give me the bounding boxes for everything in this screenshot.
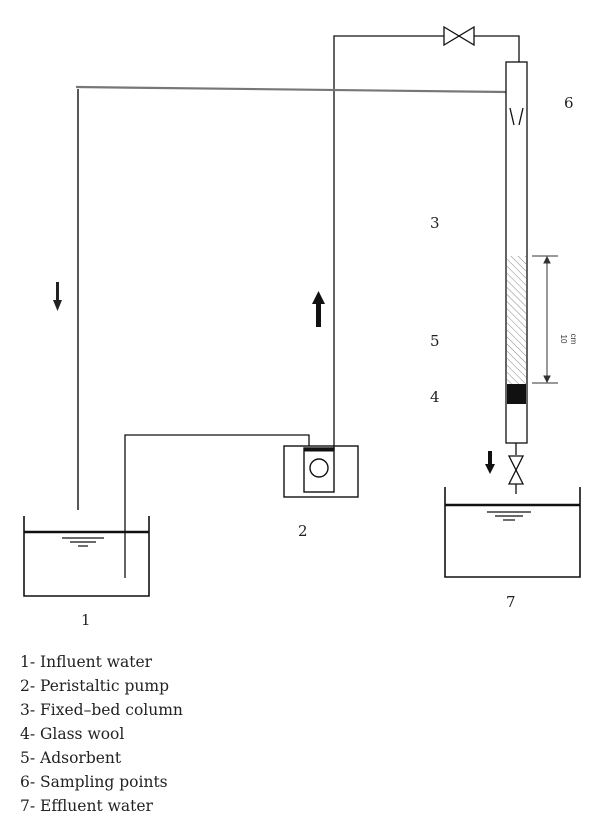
legend-item: 3- Fixed–bed column [20, 701, 183, 719]
legend-item: 1- Influent water [20, 653, 153, 671]
legend-item: 6- Sampling points [20, 773, 168, 791]
fixed-bed-column [505, 61, 528, 444]
label-sampling-number: 6 [564, 94, 574, 112]
influent-tank [23, 516, 150, 597]
flow-down-arrow-icon [53, 282, 62, 311]
legend-item: 5- Adsorbent [20, 749, 122, 767]
water-level-symbol [487, 511, 531, 521]
water-level-symbol [62, 537, 104, 547]
label-glass-wool-number: 4 [430, 388, 440, 406]
adsorbent-bed [507, 256, 526, 384]
glass-wool-layer [507, 384, 526, 404]
peristaltic-pump [283, 445, 359, 498]
legend-item: 7- Effluent water [20, 797, 154, 815]
effluent-down-arrow-icon [485, 451, 495, 474]
top-valve-icon [443, 25, 475, 47]
label-effluent-number: 7 [506, 593, 516, 611]
outlet-valve-icon [507, 455, 525, 485]
label-pump-number: 2 [298, 522, 308, 540]
effluent-tank [444, 487, 581, 578]
pump-rotor-icon [309, 458, 329, 478]
bed-height-scale [532, 255, 558, 384]
scale-value: 10 [559, 335, 568, 344]
legend: 1- Influent water 2- Peristaltic pump 3-… [20, 653, 183, 815]
return-line [75, 85, 508, 94]
sampling-point-icon [509, 107, 524, 126]
label-column-number: 3 [430, 214, 440, 232]
flow-up-arrow-icon [312, 291, 325, 327]
legend-item: 2- Peristaltic pump [20, 677, 169, 695]
scale-unit: cm [569, 334, 578, 345]
delivery-line [333, 35, 444, 450]
legend-item: 4- Glass wool [20, 725, 124, 743]
feed-line [124, 434, 310, 578]
label-adsorbent-number: 5 [430, 332, 440, 350]
label-influent-number: 1 [81, 611, 91, 629]
